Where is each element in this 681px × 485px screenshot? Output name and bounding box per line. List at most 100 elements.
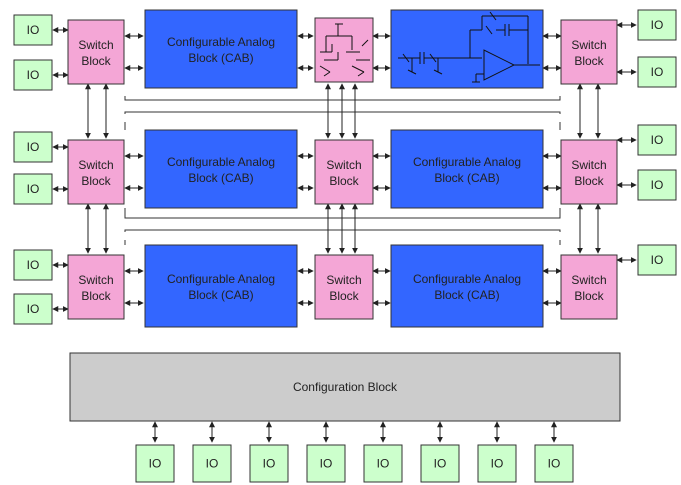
io-block: IO <box>637 169 677 201</box>
io-block-rect <box>637 244 677 276</box>
switch-symbol <box>407 69 417 75</box>
switch-symbol <box>433 69 443 75</box>
switch-block-label-line1: Switch <box>571 273 606 287</box>
io-block-rect <box>192 444 232 483</box>
switch-block-label-line1: Switch <box>571 38 606 52</box>
cab-rect <box>144 9 298 89</box>
configuration-block-label: Configuration Block <box>293 380 398 394</box>
switch-block-label-line1: Switch <box>78 273 113 287</box>
io-label: IO <box>651 178 664 192</box>
switch-block-detailed <box>314 17 374 83</box>
io-block-rect <box>477 444 517 483</box>
cab-label-line2: Block (CAB) <box>188 171 253 185</box>
transistor-symbol <box>357 71 365 77</box>
switch-symbol <box>402 53 410 63</box>
switch-block-rect <box>67 139 125 205</box>
switch-block-rect <box>67 19 125 85</box>
switch-block-rect <box>314 139 374 205</box>
io-label: IO <box>320 457 333 471</box>
switch-block-label-line2: Block <box>574 54 604 68</box>
configuration-block-rect <box>69 352 621 422</box>
switch-block-label-line1: Switch <box>326 273 361 287</box>
switch-block-label-line2: Block <box>574 174 604 188</box>
cab-detailed <box>390 9 544 89</box>
switch-block-label-line2: Block <box>81 54 111 68</box>
io-block: IO <box>363 444 403 483</box>
circuit-details <box>319 11 540 83</box>
io-label: IO <box>263 457 276 471</box>
switch-block-label-line1: Switch <box>78 158 113 172</box>
transistor-symbol <box>323 71 331 77</box>
switch-block-rect <box>314 254 374 320</box>
io-label: IO <box>651 253 664 267</box>
io-block: IO <box>13 14 53 46</box>
switch-symbol <box>485 25 493 35</box>
cab-rect <box>144 244 298 328</box>
io-label: IO <box>377 457 390 471</box>
cab-label-line1: Configurable Analog <box>167 272 275 286</box>
io-label: IO <box>491 457 504 471</box>
switch-block-label-line2: Block <box>574 289 604 303</box>
cab-label-line1: Configurable Analog <box>167 35 275 49</box>
io-label: IO <box>206 457 219 471</box>
io-block-rect <box>13 293 53 325</box>
io-label: IO <box>27 258 40 272</box>
io-block-rect <box>135 444 175 483</box>
io-block: IO <box>477 444 517 483</box>
io-block: IO <box>13 173 53 205</box>
switch-block-label-line2: Block <box>81 174 111 188</box>
io-block: IO <box>13 131 53 163</box>
connection-arrows <box>52 22 637 443</box>
cab-label-line1: Configurable Analog <box>167 155 275 169</box>
switch-block-rect <box>67 254 125 320</box>
io-block-rect <box>420 444 460 483</box>
switch-symbol <box>489 11 497 21</box>
cab-rect <box>390 244 544 328</box>
io-block: IO <box>13 293 53 325</box>
io-label: IO <box>27 23 40 37</box>
cab-label-line2: Block (CAB) <box>188 51 253 65</box>
io-block: IO <box>306 444 346 483</box>
io-block: IO <box>637 244 677 276</box>
io-block-rect <box>637 169 677 201</box>
switch-block-label-line1: Switch <box>571 158 606 172</box>
io-block-rect <box>13 14 53 46</box>
op-amp-symbol <box>483 49 516 81</box>
cab-label-line2: Block (CAB) <box>434 171 499 185</box>
io-label: IO <box>27 302 40 316</box>
io-block-rect <box>13 59 53 91</box>
io-block-rect <box>363 444 403 483</box>
io-block-rect <box>13 249 53 281</box>
cab-label-line1: Configurable Analog <box>413 155 521 169</box>
cab-label-line2: Block (CAB) <box>188 288 253 302</box>
io-block: IO <box>249 444 289 483</box>
switch-symbol <box>429 53 437 63</box>
switch-block-rect <box>560 139 618 205</box>
io-label: IO <box>651 133 664 147</box>
io-block: IO <box>420 444 460 483</box>
switch-block-rect <box>560 254 618 320</box>
io-block: IO <box>13 59 53 91</box>
io-block-rect <box>534 444 574 483</box>
io-block: IO <box>534 444 574 483</box>
io-label: IO <box>27 182 40 196</box>
cab-label-line2: Block (CAB) <box>434 288 499 302</box>
io-label: IO <box>27 140 40 154</box>
switch-block-detailed-rect <box>314 17 374 83</box>
io-block-rect <box>306 444 346 483</box>
io-block: IO <box>637 124 677 156</box>
io-block-rect <box>637 9 677 41</box>
io-block-rect <box>13 131 53 163</box>
io-block: IO <box>192 444 232 483</box>
switch-block-label-line1: Switch <box>326 158 361 172</box>
